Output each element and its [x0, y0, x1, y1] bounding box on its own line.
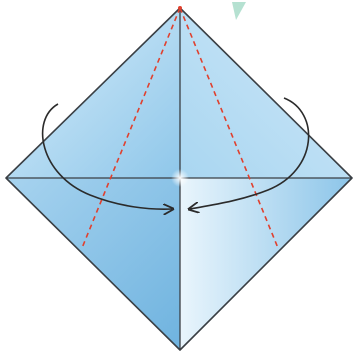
center-highlight — [171, 169, 189, 187]
apex-point — [178, 6, 182, 10]
ghost-arrow-tip-icon — [232, 2, 246, 20]
